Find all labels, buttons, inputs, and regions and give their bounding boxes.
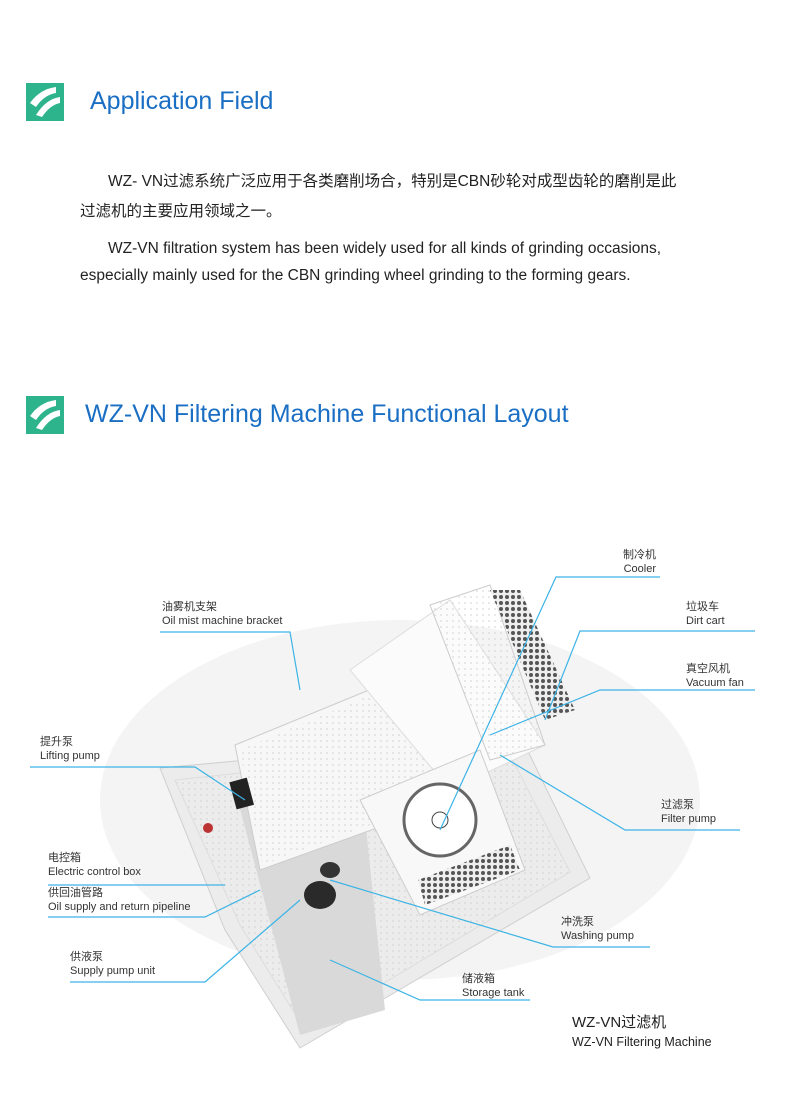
paragraph-en-line2: especially mainly used for the CBN grind… xyxy=(80,267,631,284)
caption-en: WZ-VN Filtering Machine xyxy=(572,1035,712,1049)
paragraph-cn-line2: 过滤机的主要应用领域之一。 xyxy=(80,203,282,220)
paragraph-cn-line1: WZ- VN过滤系统广泛应用于各类磨削场合，特别是CBN砂轮对成型齿轮的磨削是此 xyxy=(108,173,677,190)
section-title-functional-layout: WZ-VN Filtering Machine Functional Layou… xyxy=(85,400,569,428)
caption-cn: WZ-VN过滤机 xyxy=(572,1014,667,1031)
paragraph-en-line1: WZ-VN filtration system has been widely … xyxy=(108,240,662,257)
gear-logo-icon xyxy=(26,83,64,121)
section-title-application-field: Application Field xyxy=(90,87,274,115)
gear-logo-icon xyxy=(26,396,64,434)
leader-lines xyxy=(30,576,755,1001)
